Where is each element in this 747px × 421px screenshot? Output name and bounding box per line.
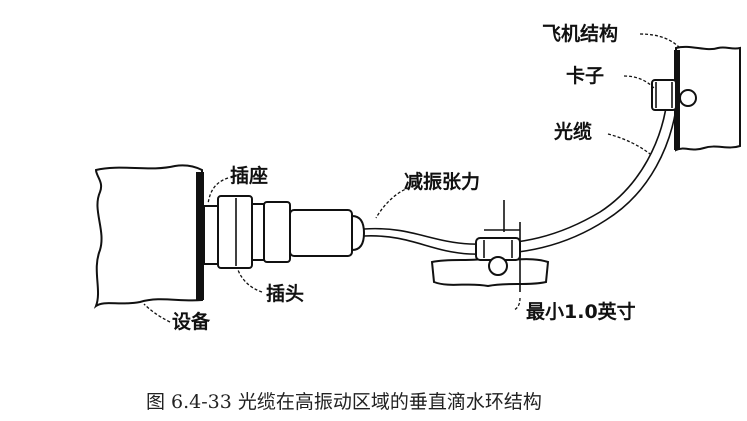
- leader-socket: [207, 177, 229, 205]
- leader-plug: [237, 269, 263, 293]
- fiber-cable-2: [363, 91, 679, 256]
- aircraft-structure-block: [675, 45, 741, 152]
- equipment-block: [93, 164, 203, 309]
- leader-vibration-tension: [375, 185, 415, 219]
- label-equipment: 设备: [172, 310, 211, 333]
- leader-clamp: [623, 75, 655, 89]
- label-clamp: 卡子: [566, 64, 604, 87]
- plug-nut: [217, 195, 253, 269]
- structure-clamp: [651, 79, 677, 111]
- label-vibration-tension: 减振张力: [404, 170, 480, 193]
- plug-backshell: [351, 214, 366, 252]
- label-socket: 插座: [230, 164, 268, 187]
- figure-caption: 图 6.4-33 光缆在高振动区域的垂直滴水环结构: [146, 391, 542, 413]
- fiber-cable: [363, 91, 669, 246]
- bracket-screw: [488, 256, 508, 276]
- structure-clamp-screw: [679, 89, 697, 107]
- plug-ring: [251, 203, 265, 261]
- label-fiber-cable: 光缆: [553, 120, 592, 143]
- leader-min-distance: [513, 297, 521, 311]
- plug-ring-2: [263, 201, 291, 263]
- leader-aircraft-structure: [639, 33, 681, 49]
- label-aircraft-structure: 飞机结构: [542, 22, 618, 45]
- equipment-shade: [196, 172, 204, 300]
- label-min-distance: 最小1.0英寸: [526, 300, 636, 323]
- socket-body: [203, 205, 219, 265]
- plug-body: [289, 209, 353, 257]
- label-plug: 插头: [266, 283, 304, 305]
- leader-fiber-cable: [607, 133, 651, 155]
- leader-equipment: [143, 303, 171, 323]
